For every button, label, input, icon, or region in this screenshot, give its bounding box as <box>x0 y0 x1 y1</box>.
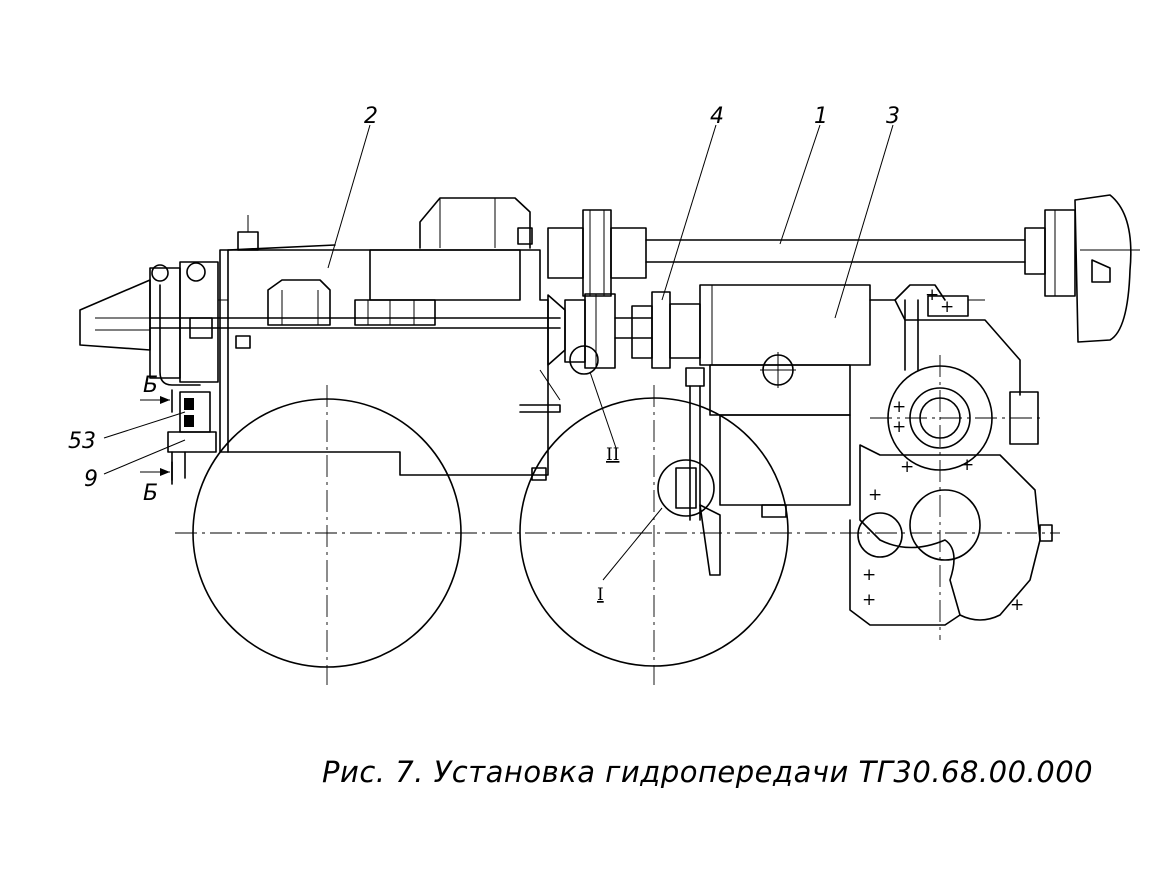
svg-text:+: + <box>925 285 939 305</box>
detail-label-II: II <box>606 445 619 465</box>
frame-2 <box>149 197 561 481</box>
svg-text:+: + <box>900 457 914 477</box>
axle-gearbox: + + + + + + + + + + <box>849 285 1053 640</box>
figure-caption: Рис. 7. Установка гидропередачи ТГ30.68.… <box>322 755 1093 789</box>
wheel-left <box>192 385 462 685</box>
svg-text:+: + <box>940 297 954 317</box>
svg-text:+: + <box>892 397 906 417</box>
callout-2: 2 <box>364 104 378 129</box>
svg-text:+: + <box>862 590 876 610</box>
cardan-shaft-1 <box>547 194 1140 343</box>
leader-lines <box>103 124 894 581</box>
left-end-assembly <box>79 261 228 485</box>
callout-4: 4 <box>710 104 724 129</box>
svg-text:+: + <box>1010 595 1024 615</box>
callout-53: 53 <box>68 429 96 454</box>
svg-text:+: + <box>862 565 876 585</box>
cardan-shaft-4 <box>547 291 701 375</box>
svg-text:+: + <box>960 455 974 475</box>
callout-1: 1 <box>814 104 828 129</box>
section-label-bottom: Б <box>143 481 158 506</box>
callout-3: 3 <box>886 104 900 129</box>
hydro-transmission-3 <box>657 284 1021 576</box>
section-label-top: Б <box>143 373 158 398</box>
svg-text:+: + <box>868 485 882 505</box>
callout-9: 9 <box>84 467 98 492</box>
svg-text:+: + <box>892 417 906 437</box>
detail-label-I: I <box>597 585 604 605</box>
wheel-right <box>519 385 789 685</box>
